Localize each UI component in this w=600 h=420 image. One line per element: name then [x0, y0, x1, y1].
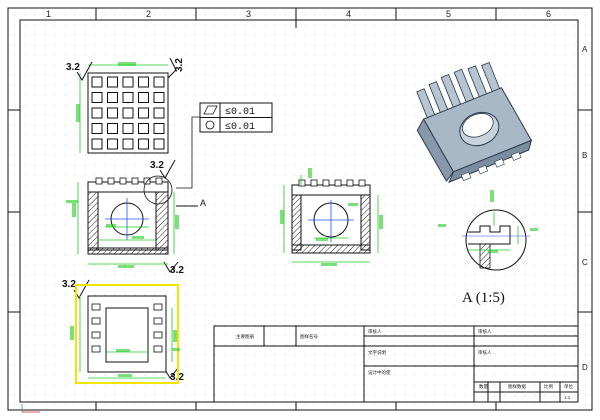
title-cell: 设计中的使	[368, 369, 391, 376]
grid-cell	[138, 107, 149, 119]
isometric-view	[416, 61, 533, 184]
grid-cell	[138, 76, 149, 88]
circularity-icon	[205, 120, 215, 130]
top-view	[76, 62, 169, 154]
title-cell: 图样名号	[300, 333, 318, 340]
tolerance-frame: ≤0.01 ≤0.01	[176, 102, 273, 189]
title-cell: 主要图册	[236, 333, 254, 340]
title-cell: 文字说明	[368, 349, 386, 356]
detail-title: A (1:5)	[462, 290, 505, 306]
column-label: 1	[46, 9, 51, 19]
grid-cell	[138, 123, 149, 134]
column-label: 4	[346, 9, 351, 19]
title-block	[213, 325, 579, 403]
detail-view: A (1:5)	[438, 190, 538, 306]
grid-cell	[91, 107, 103, 119]
grid-cell	[107, 92, 118, 103]
row-labels: A B C D	[582, 45, 588, 372]
title-cell: 审核人	[478, 349, 492, 356]
grid-cell	[153, 107, 165, 119]
front-view: A	[66, 175, 206, 268]
grid-cell	[122, 107, 134, 119]
column-label: 5	[446, 9, 451, 19]
grid-cell	[107, 138, 118, 150]
roughness-label: 3.2	[150, 160, 164, 171]
title-cell: 单位	[564, 383, 573, 390]
flatness-icon	[203, 105, 218, 115]
grid-cell	[107, 107, 118, 119]
title-block-labels: 主要图册 图样名号 审核人 审核人 文字说明 审核人 设计中的使 数量 图样数据…	[236, 328, 573, 400]
zone-dividers	[8, 8, 592, 410]
grid-cell	[138, 138, 149, 150]
grid-cell	[91, 76, 103, 88]
title-cell: 审核人	[368, 328, 382, 335]
section-label: A	[200, 198, 206, 208]
roughness-label: 3.2	[174, 58, 185, 72]
grid-cell	[138, 92, 149, 103]
grid-cell	[91, 92, 103, 103]
roughness-label: 3.2	[66, 62, 80, 73]
grid-cell	[153, 138, 165, 150]
grid-cell	[122, 123, 134, 134]
row-label: D	[582, 363, 588, 372]
origin-axes-icon	[21, 404, 40, 413]
grid-cell	[107, 76, 118, 88]
outer-frame	[7, 7, 593, 411]
grid-cell	[91, 123, 103, 134]
title-cell: 审核人	[478, 328, 492, 335]
title-cell: 图样数据	[508, 383, 526, 390]
selection-highlight	[75, 284, 179, 384]
bottom-view	[70, 284, 180, 384]
row-label: C	[582, 258, 588, 267]
title-cell: 数量	[479, 383, 488, 390]
roughness-label: 3.2	[62, 279, 76, 290]
grid-cell	[153, 76, 165, 88]
grid-cell	[153, 123, 165, 134]
grid-cell	[107, 123, 118, 134]
scale-value: 1:1	[564, 395, 571, 400]
tolerance-value: ≤0.01	[225, 107, 255, 118]
row-label: B	[582, 151, 587, 160]
grid-cell	[91, 138, 103, 150]
column-label: 6	[546, 9, 551, 19]
grid-cell	[122, 76, 134, 88]
column-label: 2	[146, 9, 151, 19]
grid-cell	[122, 138, 134, 150]
side-view	[280, 168, 383, 266]
title-cell: 比例	[544, 383, 553, 390]
row-label: A	[582, 45, 588, 54]
column-label: 3	[246, 9, 251, 19]
grid-cell	[122, 92, 134, 103]
tolerance-value: ≤0.01	[225, 122, 255, 133]
column-labels: 1 2 3 4 5 6	[46, 9, 551, 19]
roughness-label: 3.2	[170, 265, 184, 276]
grid-cell	[153, 92, 165, 103]
